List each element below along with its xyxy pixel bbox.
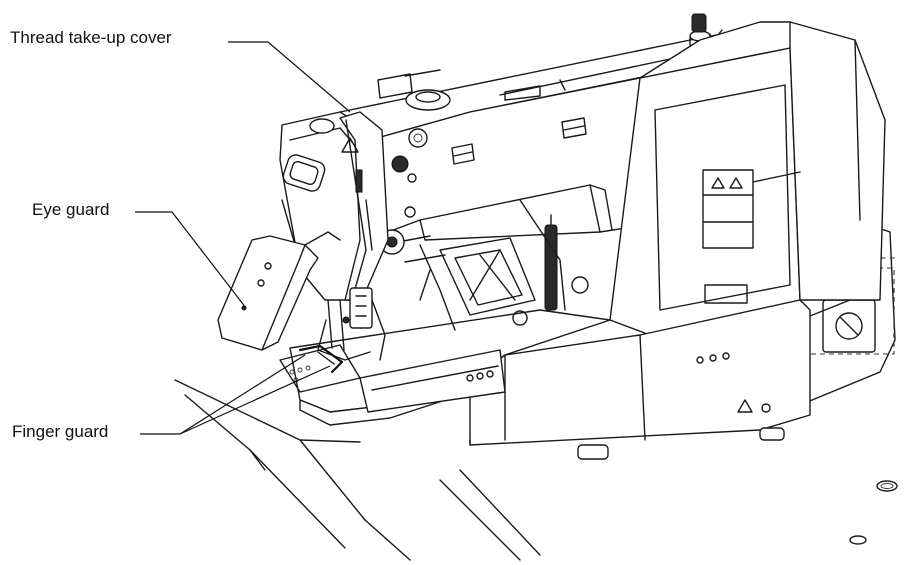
callout-thread-takeup-cover: Thread take-up cover xyxy=(10,28,172,47)
needle-assembly xyxy=(317,287,386,361)
warning-triangle-icon xyxy=(711,177,743,189)
machine-pillar xyxy=(609,21,886,336)
warning-triangle-icon xyxy=(737,399,753,413)
work-table xyxy=(174,379,541,561)
machine-base xyxy=(469,299,811,460)
callout-finger-guard: Finger guard xyxy=(12,422,109,441)
sewing-bed xyxy=(279,309,611,426)
prohibited-circle-icon xyxy=(835,312,863,340)
callout-leaders xyxy=(135,41,351,435)
finger-guard xyxy=(298,344,344,374)
spare-washers xyxy=(849,480,898,545)
callout-eye-guard: Eye guard xyxy=(32,200,110,219)
eye-guard xyxy=(217,231,341,351)
thread-takeup-cover xyxy=(339,111,389,301)
